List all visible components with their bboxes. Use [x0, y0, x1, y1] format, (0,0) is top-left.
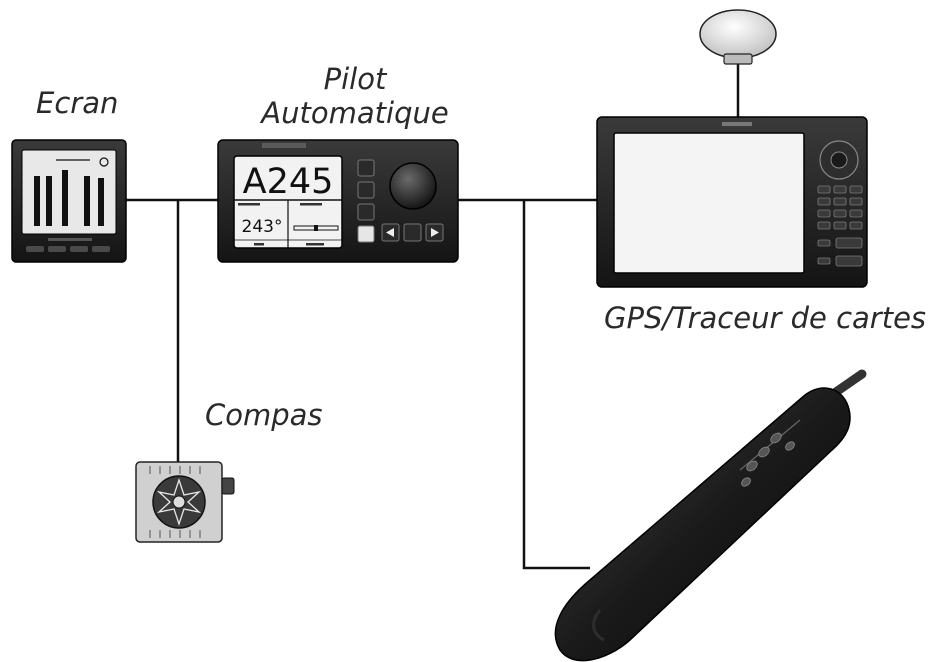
label-compass: Compas [205, 398, 323, 432]
label-autopilot-line1: Pilot [323, 62, 387, 96]
antenna-dome [699, 9, 777, 59]
remote-control [554, 369, 867, 662]
cable-remote [522, 200, 590, 570]
autopilot-heading-readout: 243° [242, 217, 283, 237]
label-autopilot-line2: Automatique [261, 96, 449, 130]
autopilot-mode-readout: A245 [243, 162, 334, 202]
label-screen: Ecran [36, 86, 119, 120]
label-gps: GPS/Traceur de cartes [604, 301, 927, 335]
screen-device [11, 139, 127, 263]
gps-device [596, 9, 868, 288]
cables [126, 62, 740, 570]
autopilot-device [217, 139, 459, 263]
compass-device [135, 461, 235, 543]
